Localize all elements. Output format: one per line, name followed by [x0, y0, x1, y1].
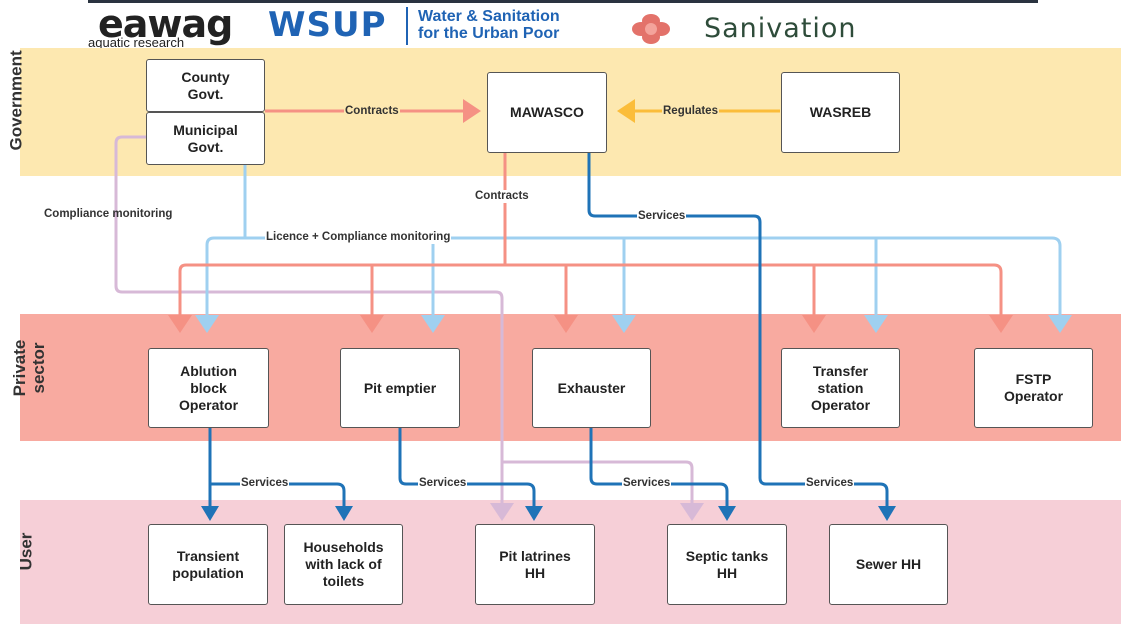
wsup-tagline: Water & Sanitation for the Urban Poor [418, 8, 560, 42]
regulates-label: Regulates [662, 105, 719, 118]
node-transient-population: Transient population [148, 524, 268, 605]
services-label-ablution: Services [240, 477, 290, 490]
node-wasreb: WASREB [781, 72, 900, 153]
services-label-top: Services [637, 210, 687, 223]
sanivation-flower-icon [632, 14, 670, 44]
node-pit-emptier: Pit emptier [340, 348, 460, 428]
wsup-divider [406, 7, 408, 45]
services-label-sewer: Services [805, 477, 855, 490]
services-label-pit: Services [418, 477, 468, 490]
wsup-logo: WSUP [268, 5, 387, 45]
node-transfer-station-operator: Transfer station Operator [781, 348, 900, 428]
contracts-label-top: Contracts [344, 105, 400, 118]
logo-bar: eawag aquatic research WSUP Water & Sani… [0, 0, 1127, 50]
sanivation-logo: Sanivation [704, 13, 857, 44]
node-mawasco: MAWASCO [487, 72, 607, 153]
services-label-exhauster: Services [622, 477, 672, 490]
node-county-govt: County Govt. [146, 59, 265, 112]
contracts-label-mid: Contracts [474, 190, 530, 203]
eawag-subtitle: aquatic research [88, 35, 185, 50]
node-septic-tanks-hh: Septic tanks HH [667, 524, 787, 605]
node-pit-latrines-hh: Pit latrines HH [475, 524, 595, 605]
node-fstp-operator: FSTP Operator [974, 348, 1093, 428]
compliance-monitoring-label: Compliance monitoring [44, 208, 173, 220]
node-municipal-govt: Municipal Govt. [146, 112, 265, 165]
node-sewer-hh: Sewer HH [829, 524, 948, 605]
node-households-lack-toilets: Households with lack of toilets [284, 524, 403, 605]
licence-compliance-label: Licence + Compliance monitoring [265, 231, 452, 244]
header-strip [88, 0, 1038, 3]
node-ablution-block-operator: Ablution block Operator [148, 348, 269, 428]
eawag-logo: eawag [98, 2, 233, 46]
node-exhauster: Exhauster [532, 348, 651, 428]
